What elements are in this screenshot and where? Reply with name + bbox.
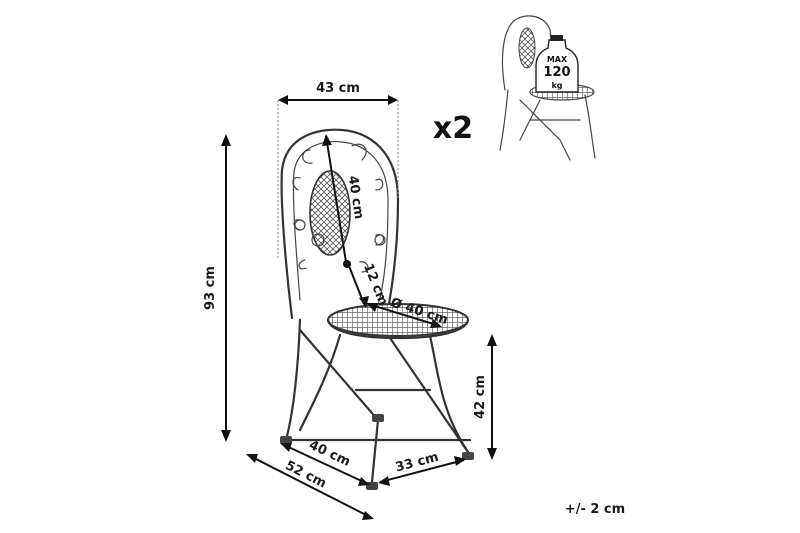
backrest-height-label: 40 cm [345, 175, 367, 221]
badge-max: MAX [547, 55, 568, 64]
chair-feet [280, 414, 474, 490]
dimension-gap: 12 cm [348, 262, 390, 308]
chair-legs [284, 318, 472, 484]
seat-rim [326, 318, 470, 340]
backrest-lattice-panel [309, 170, 351, 256]
dimension-frame-width: 33 cm [378, 450, 466, 486]
thumbnail-chair-load: MAX 120 kg [499, 15, 596, 161]
dimension-seat-height: 42 cm [473, 334, 497, 460]
tolerance-label: +/- 2 cm [565, 502, 625, 517]
load-capacity-badge: MAX 120 kg [535, 35, 579, 93]
dimension-total-height: 93 cm [203, 134, 231, 442]
backrest-frame [280, 128, 400, 322]
backrest-scrollwork [292, 143, 386, 273]
badge-unit: kg [551, 81, 562, 90]
total-height-label: 93 cm [203, 266, 218, 310]
dimension-total-depth: 52 cm [246, 454, 374, 520]
chair-illustration [280, 128, 474, 490]
back-width-label: 43 cm [316, 81, 360, 96]
badge-value: 120 [543, 65, 570, 80]
seat-height-label: 42 cm [473, 375, 488, 419]
dimension-backrest-height: 40 cm [322, 134, 366, 268]
dimension-back-width: 43 cm [277, 81, 399, 260]
quantity-label: x2 [433, 111, 473, 146]
backrest-inner-frame [292, 141, 389, 306]
